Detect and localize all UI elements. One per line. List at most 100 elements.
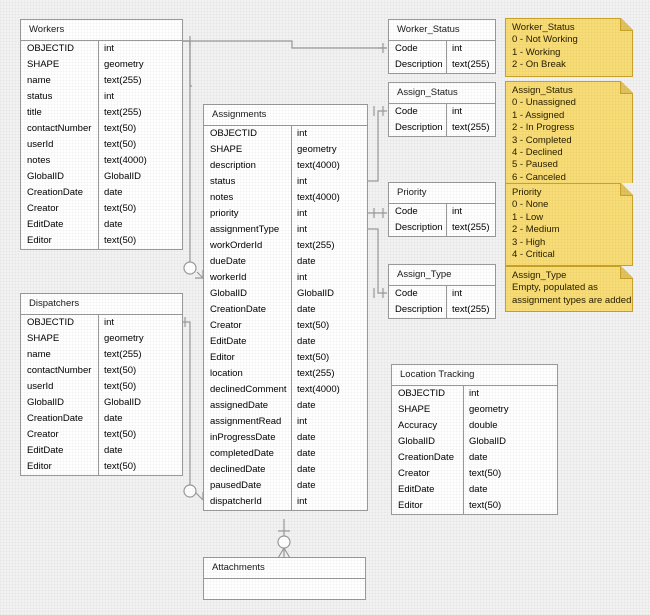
field-name: completedDate bbox=[204, 446, 292, 462]
field-name: Creator bbox=[21, 201, 99, 217]
field-type: text(50) bbox=[104, 365, 137, 376]
field-name: GlobalID bbox=[21, 395, 99, 411]
field-type: date bbox=[297, 336, 316, 347]
field-name: Editor bbox=[392, 498, 464, 514]
field-name: CreationDate bbox=[392, 450, 464, 466]
field-type: text(50) bbox=[104, 123, 137, 134]
field-name: assignmentRead bbox=[204, 414, 292, 430]
field-name: GlobalID bbox=[204, 286, 292, 302]
note-line: 6 - Canceled bbox=[512, 171, 566, 183]
field-name: Accuracy bbox=[392, 418, 464, 434]
field-name: declinedDate bbox=[204, 462, 292, 478]
field-name: status bbox=[21, 89, 99, 105]
note-worker-status[interactable]: Worker_Status 0 - Not Working 1 - Workin… bbox=[505, 18, 633, 77]
entity-attachments[interactable]: Attachments bbox=[203, 557, 366, 600]
field-name: SHAPE bbox=[204, 142, 292, 158]
field-type: date bbox=[297, 304, 316, 315]
entity-title: Worker_Status bbox=[389, 20, 495, 41]
note-line: 2 - In Progress bbox=[512, 122, 575, 134]
field-type: text(4000) bbox=[297, 192, 340, 203]
field-name: Code bbox=[389, 104, 447, 120]
field-type: text(255) bbox=[452, 59, 490, 70]
field-name: Creator bbox=[21, 427, 99, 443]
entity-title: Location Tracking bbox=[392, 365, 557, 386]
field-name: SHAPE bbox=[21, 57, 99, 73]
note-line: 4 - Critical bbox=[512, 249, 555, 261]
field-name: workerId bbox=[204, 270, 292, 286]
field-row: completedDate date bbox=[204, 446, 367, 462]
field-type: text(50) bbox=[104, 203, 137, 214]
field-name: assignmentType bbox=[204, 222, 292, 238]
field-name: Editor bbox=[21, 459, 99, 475]
entity-title: Workers bbox=[21, 20, 182, 41]
field-type: geometry bbox=[469, 404, 509, 415]
note-title: Assign_Status bbox=[512, 85, 573, 96]
field-row: Description text(255) bbox=[389, 57, 495, 73]
field-row: EditDate date bbox=[392, 482, 557, 498]
note-line: 1 - Working bbox=[512, 46, 561, 58]
note-line: 1 - Low bbox=[512, 211, 544, 223]
field-type: int bbox=[469, 388, 480, 399]
field-type: int bbox=[452, 106, 463, 117]
field-type: GlobalID bbox=[297, 288, 334, 299]
field-row: contactNumber text(50) bbox=[21, 121, 182, 137]
field-type: GlobalID bbox=[469, 436, 506, 447]
field-type: int bbox=[104, 317, 115, 328]
entity-title: Assignments bbox=[204, 105, 367, 126]
note-assign-status[interactable]: Assign_Status 0 - Unassigned 1 - Assigne… bbox=[505, 81, 633, 190]
field-type: text(50) bbox=[104, 429, 137, 440]
field-type: text(255) bbox=[104, 107, 142, 118]
field-row: EditDate date bbox=[204, 334, 367, 350]
field-name: EditDate bbox=[21, 217, 99, 233]
field-type: text(255) bbox=[104, 349, 142, 360]
note-line: assignment types are added bbox=[512, 294, 632, 306]
field-type: text(255) bbox=[452, 122, 490, 133]
field-name: contactNumber bbox=[21, 121, 99, 137]
field-name: EditDate bbox=[21, 443, 99, 459]
field-name: notes bbox=[204, 190, 292, 206]
field-name: CreationDate bbox=[204, 302, 292, 318]
field-type: date bbox=[297, 448, 316, 459]
field-name: EditDate bbox=[392, 482, 464, 498]
field-name: Description bbox=[389, 302, 447, 318]
field-type: text(255) bbox=[297, 240, 335, 251]
field-name: EditDate bbox=[204, 334, 292, 350]
field-type: int bbox=[104, 43, 115, 54]
field-name: Editor bbox=[204, 350, 292, 366]
field-type: date bbox=[469, 484, 488, 495]
note-priority[interactable]: Priority 0 - None 1 - Low 2 - Medium 3 -… bbox=[505, 183, 633, 267]
field-type: geometry bbox=[104, 333, 144, 344]
note-assign-type[interactable]: Assign_Type Empty, populated as assignme… bbox=[505, 266, 633, 313]
field-name: Editor bbox=[21, 233, 99, 249]
field-name: Description bbox=[389, 57, 447, 73]
field-name: priority bbox=[204, 206, 292, 222]
